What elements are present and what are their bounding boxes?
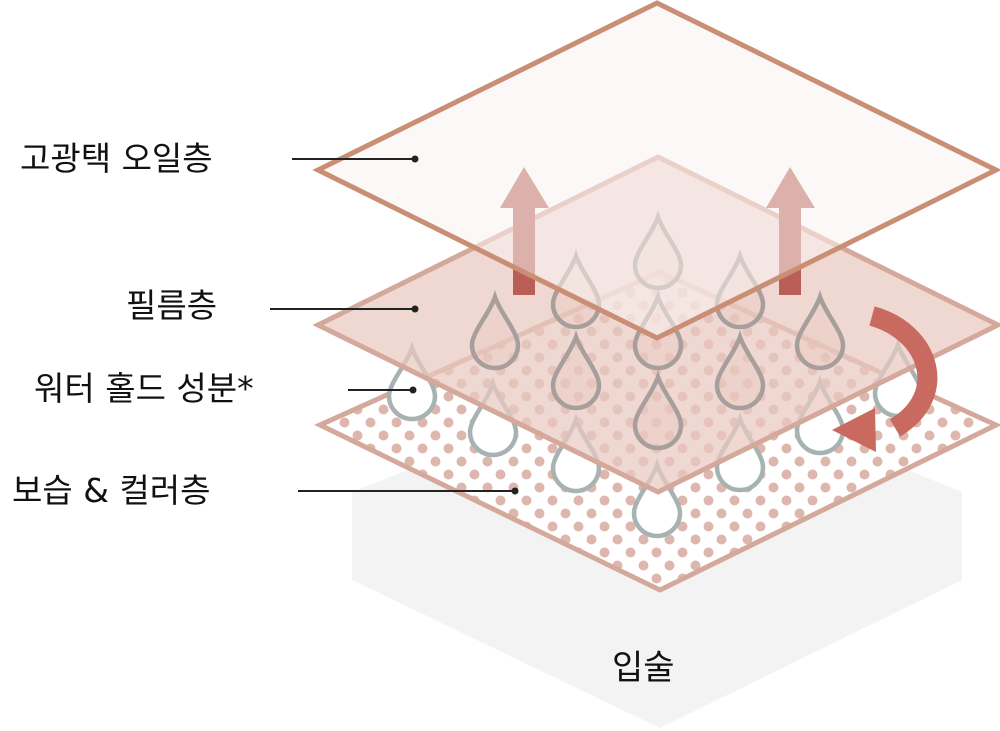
white-drop-1 bbox=[386, 341, 438, 422]
pink-drop-4 bbox=[469, 290, 521, 371]
water-hold-label: 워터 홀드 성분* bbox=[28, 368, 260, 410]
oil-layer-label: 고광택 오일층 bbox=[14, 138, 219, 180]
pink-drop-7 bbox=[550, 330, 602, 411]
film-layer-label: 필름층 bbox=[120, 285, 238, 327]
leader-lines bbox=[270, 155, 519, 495]
white-drop-4 bbox=[631, 458, 683, 539]
lips-label: 입술 bbox=[612, 648, 675, 688]
oil-layer bbox=[312, 0, 1000, 341]
moisture-color-label: 보습 & 컬러층 bbox=[6, 470, 217, 512]
curved-arrow bbox=[832, 306, 938, 452]
pink-drop-8 bbox=[714, 330, 766, 411]
pink-drop-6 bbox=[794, 290, 846, 371]
pink-drop-9 bbox=[632, 370, 684, 451]
